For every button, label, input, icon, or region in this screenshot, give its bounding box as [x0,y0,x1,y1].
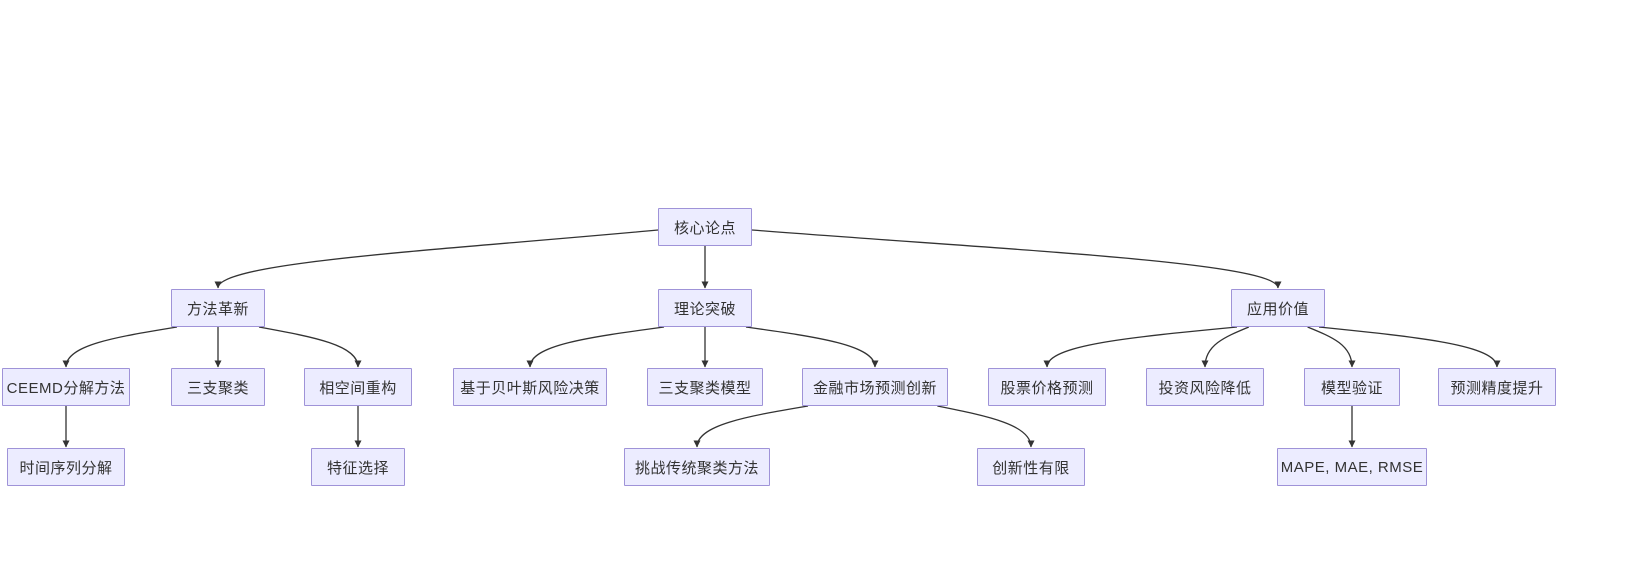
node-accuracy: 预测精度提升 [1438,368,1556,406]
node-method: 方法革新 [171,289,265,327]
node-metrics: MAPE, MAE, RMSE [1277,448,1427,486]
edge-finance-limited [937,405,1035,448]
node-risk: 投资风险降低 [1146,368,1264,406]
edge-application-accuracy [1318,326,1501,368]
node-application: 应用价值 [1231,289,1325,327]
node-phase: 相空间重构 [304,368,412,406]
edge-finance-challenge [693,405,809,448]
node-limited: 创新性有限 [977,448,1085,486]
node-tsdecomp: 时间序列分解 [7,448,125,486]
edge-theory-finance [745,326,879,368]
edge-method-phase [258,326,362,368]
node-theory: 理论突破 [658,289,752,327]
edge-method-ceemd [62,326,178,368]
edge-application-stock [1043,326,1238,368]
edge-application-validation [1307,326,1356,368]
node-twc: 三支聚类 [171,368,265,406]
node-stock: 股票价格预测 [988,368,1106,406]
node-root: 核心论点 [658,208,752,246]
node-challenge: 挑战传统聚类方法 [624,448,770,486]
node-feature: 特征选择 [311,448,405,486]
edge-root-method [214,229,659,289]
node-finance: 金融市场预测创新 [802,368,948,406]
node-twcmodel: 三支聚类模型 [647,368,763,406]
node-validation: 模型验证 [1304,368,1400,406]
node-bayes: 基于贝叶斯风险决策 [453,368,607,406]
edge-theory-bayes [526,326,665,368]
node-ceemd: CEEMD分解方法 [2,368,130,406]
edge-application-risk [1201,326,1250,368]
edge-root-application [751,229,1282,289]
